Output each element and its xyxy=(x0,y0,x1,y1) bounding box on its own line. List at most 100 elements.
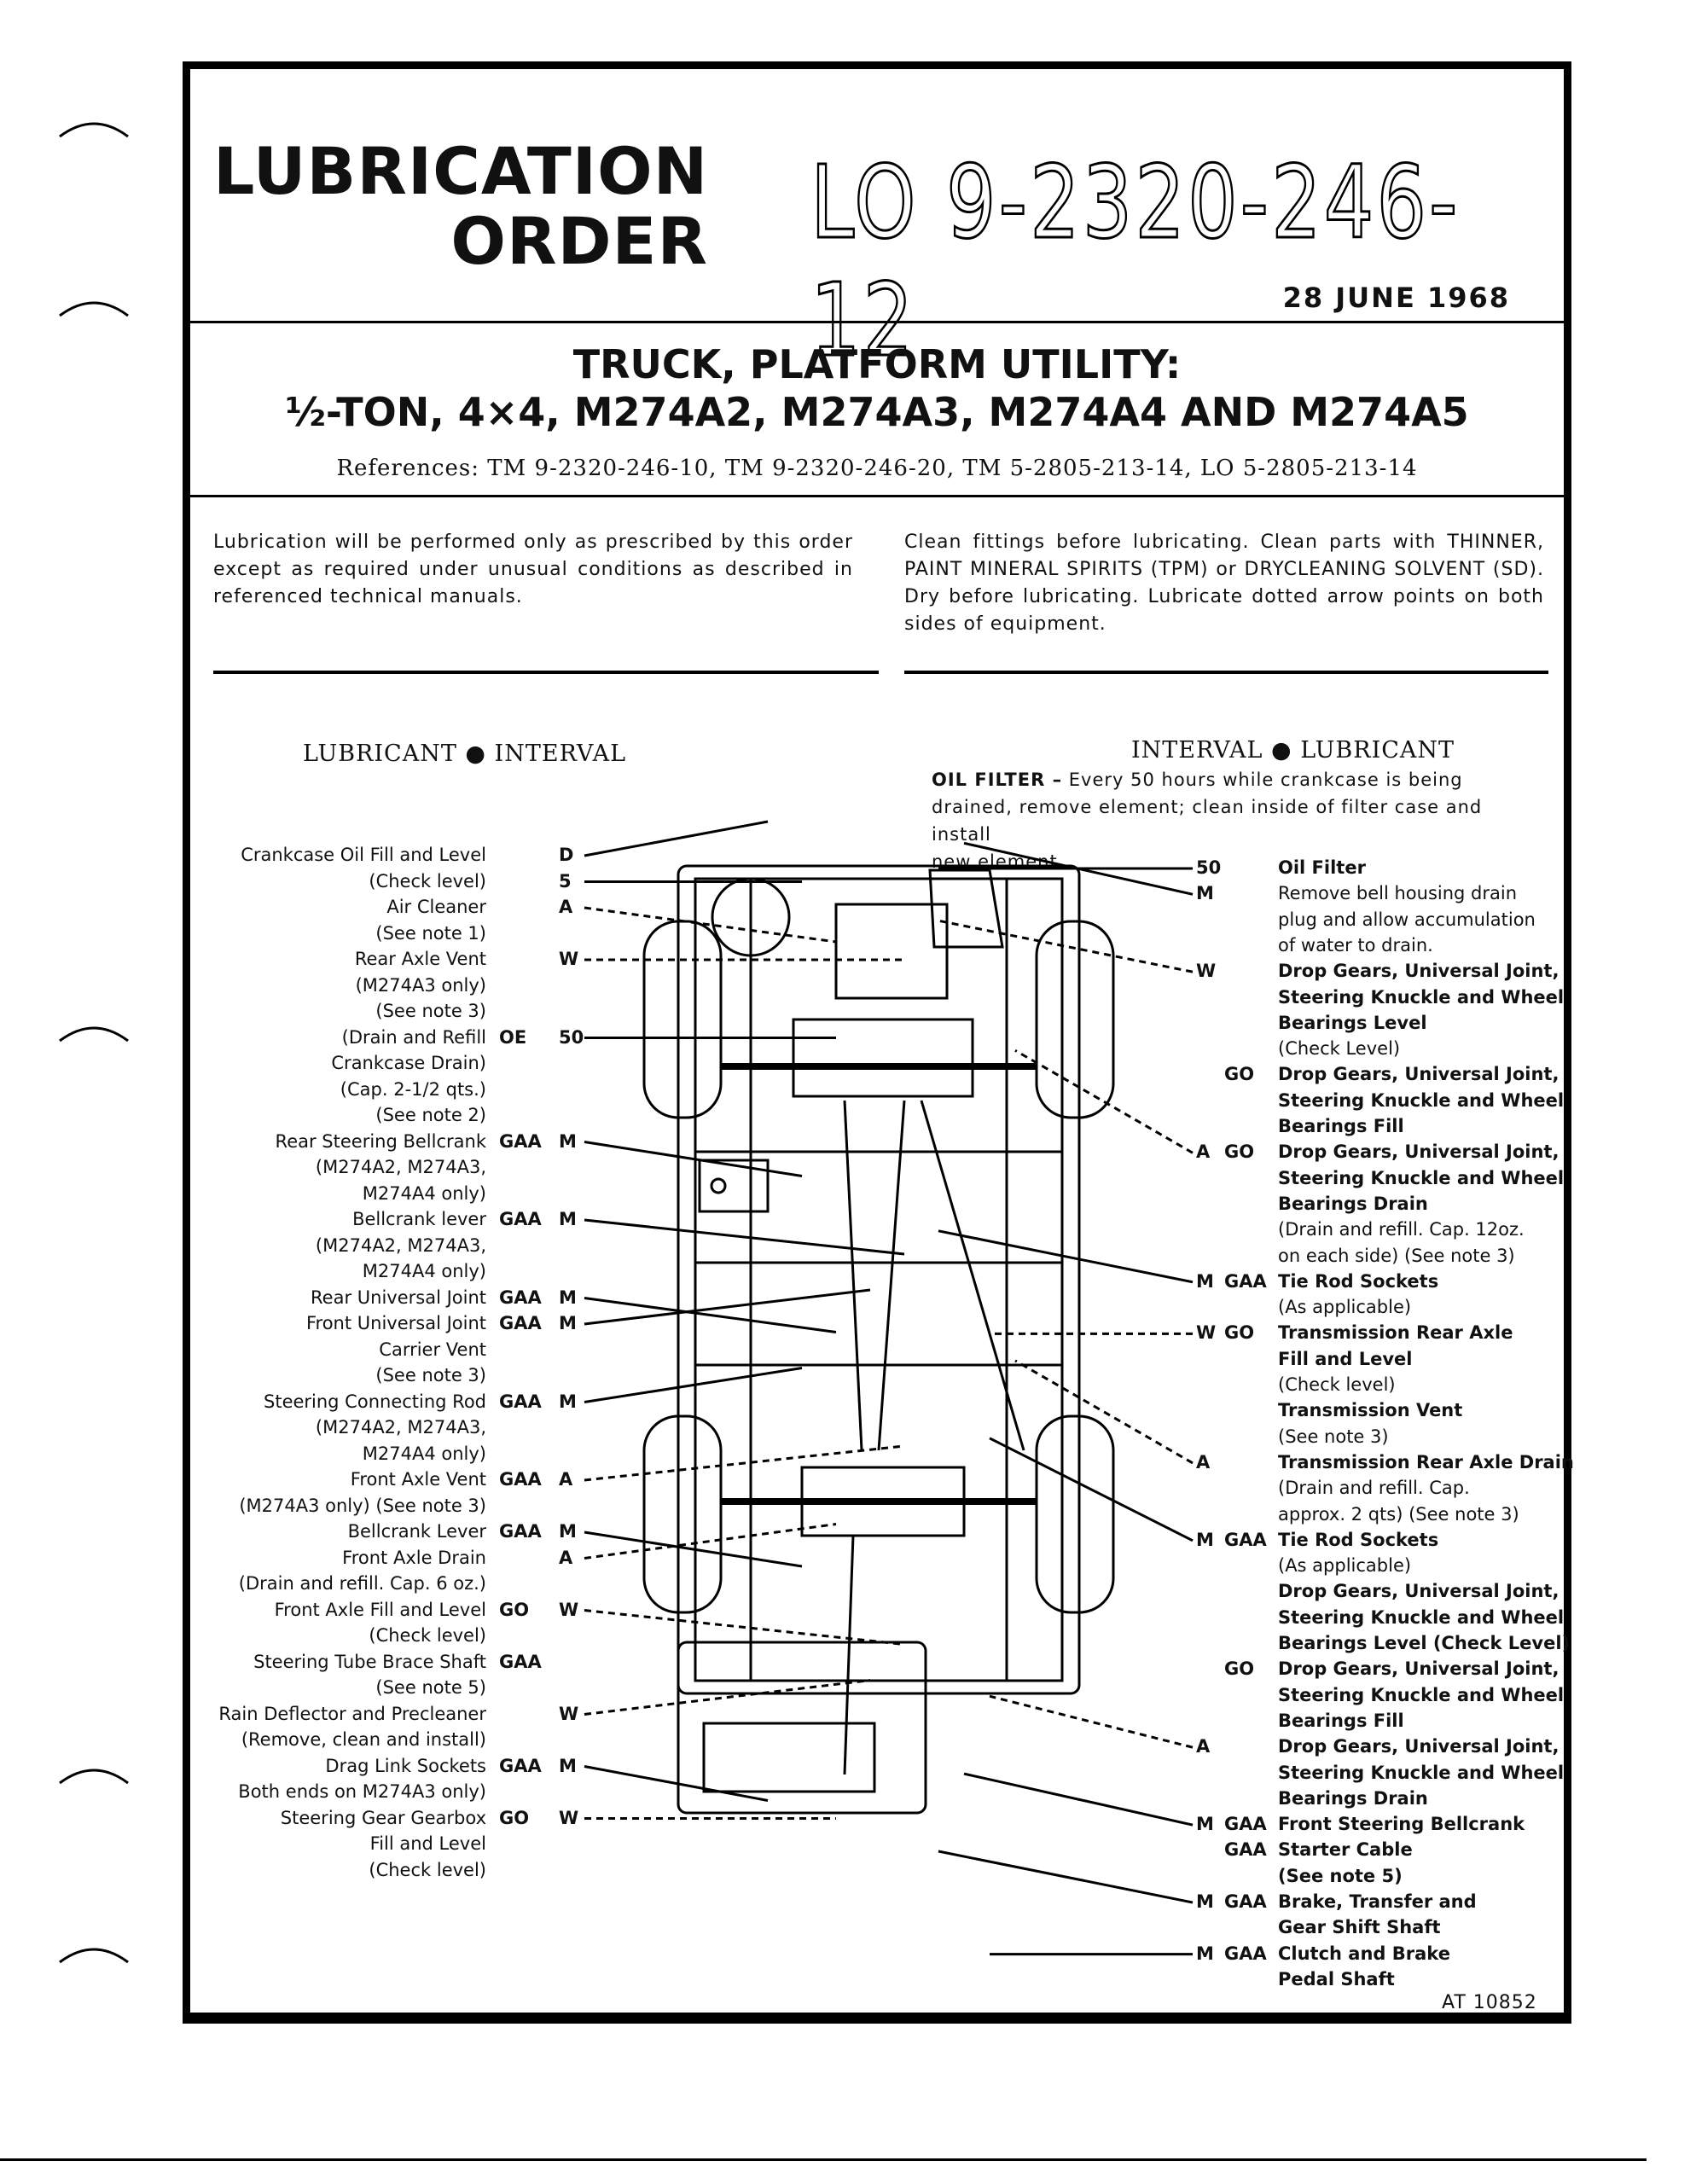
right-item-text: Starter Cable xyxy=(1278,1839,1413,1861)
document-frame xyxy=(183,61,1571,2024)
left-item-text: Rear Steering Bellcrank xyxy=(275,1130,486,1152)
leader-line xyxy=(989,1694,1194,1749)
left-item-text: (See note 3) xyxy=(375,1001,486,1021)
right-item-interval: A xyxy=(1196,1451,1211,1472)
leader-line xyxy=(584,1679,871,1716)
right-item-interval: A xyxy=(1196,1141,1211,1163)
left-item-text: Both ends on M274A3 only) xyxy=(238,1781,486,1802)
left-item-text: (M274A3 only) (See note 3) xyxy=(239,1495,486,1516)
leader-line xyxy=(938,1850,1194,1904)
leader-line xyxy=(584,820,769,857)
right-item-text: Drop Gears, Universal Joint, xyxy=(1278,1736,1560,1757)
left-item-lubricant: GAA xyxy=(499,1313,542,1333)
left-item-text: (See note 5) xyxy=(375,1677,486,1698)
left-item-text: Front Axle Vent xyxy=(350,1469,486,1490)
left-item-interval: M xyxy=(559,1391,577,1412)
right-item-text: Gear Shift Shaft xyxy=(1278,1917,1441,1938)
oil-filter-line2: drained, remove element; clean inside of… xyxy=(932,797,1483,845)
column-header-left: LUBRICANT ● INTERVAL xyxy=(303,741,627,767)
left-item-interval: W xyxy=(559,1599,579,1620)
left-item-text: (Drain and refill. Cap. 6 oz.) xyxy=(238,1573,486,1594)
right-item-interval: M xyxy=(1196,1270,1214,1292)
oil-filter-note: OIL FILTER – Every 50 hours while crankc… xyxy=(932,766,1546,875)
left-item-interval: M xyxy=(559,1130,577,1152)
right-item-lubricant: GO xyxy=(1224,1322,1255,1344)
left-item-text: (See note 3) xyxy=(375,1365,486,1385)
left-item-lubricant: GAA xyxy=(499,1469,542,1490)
left-item-text: Carrier Vent xyxy=(379,1339,486,1360)
bottom-page-edge xyxy=(0,2158,1647,2161)
right-item-text: Bearings Level xyxy=(1278,1012,1427,1033)
right-item-interval: M xyxy=(1196,1814,1214,1835)
left-item-lubricant: GAA xyxy=(499,1130,542,1152)
leader-line xyxy=(584,906,837,944)
right-item-text: Drop Gears, Universal Joint, xyxy=(1278,961,1560,982)
left-item-interval: 5 xyxy=(559,870,572,892)
left-item-text: (Check level) xyxy=(369,1625,486,1646)
leader-line xyxy=(938,919,1194,973)
leader-line xyxy=(938,1229,1194,1284)
left-item-interval: W xyxy=(559,949,579,969)
right-item-text: (Check level) xyxy=(1278,1374,1396,1395)
right-item-lubricant: GAA xyxy=(1224,1891,1267,1912)
left-item-lubricant: GO xyxy=(499,1807,530,1828)
right-item-interval: W xyxy=(1196,1322,1217,1344)
margin-marks xyxy=(59,122,129,1964)
right-item-interval: M xyxy=(1196,883,1214,904)
instruction-right: Clean fittings before lubricating. Clean… xyxy=(904,531,1544,635)
left-item-text: (Cap. 2-1/2 qts.) xyxy=(340,1078,486,1100)
right-item-text: Drop Gears, Universal Joint, xyxy=(1278,1141,1560,1163)
figure-id: AT 10852 xyxy=(1442,1992,1537,2013)
chassis-outline xyxy=(642,864,1115,1815)
right-item-lubricant: GO xyxy=(1224,1658,1255,1680)
left-item-text: Crankcase Drain) xyxy=(331,1053,486,1073)
right-item-text: Transmission Rear Axle Drain xyxy=(1278,1451,1574,1472)
left-item-lubricant: GO xyxy=(499,1599,530,1620)
left-item-text: M274A4 only) xyxy=(362,1261,486,1281)
leader-line xyxy=(1014,1049,1194,1154)
left-item-text: (See note 1) xyxy=(375,922,486,944)
left-item-text: Front Axle Drain xyxy=(342,1547,486,1568)
left-item-text: (See note 2) xyxy=(375,1105,486,1125)
left-item-interval: A xyxy=(559,1547,573,1568)
left-item-lubricant: OE xyxy=(499,1026,527,1048)
left-item-text: Fill and Level xyxy=(369,1833,486,1854)
right-item-lubricant: GAA xyxy=(1224,1529,1267,1550)
instruction-left: Lubrication will be performed only as pr… xyxy=(213,531,853,607)
oil-filter-line1: Every 50 hours while crankcase is being xyxy=(1068,770,1463,790)
left-item-lubricant: GAA xyxy=(499,1521,542,1542)
left-item-text: Bellcrank Lever xyxy=(347,1521,486,1542)
doc-number: LO 9-2320-246-12 xyxy=(810,142,1461,380)
divider xyxy=(190,495,1564,497)
right-item-interval: A xyxy=(1196,1736,1211,1757)
right-item-text: Steering Knuckle and Wheel xyxy=(1278,986,1565,1008)
right-item-interval: M xyxy=(1196,1943,1214,1964)
left-item-text: (M274A2, M274A3, xyxy=(315,1157,486,1177)
left-item-text: Crankcase Oil Fill and Level xyxy=(241,845,486,865)
leader-line xyxy=(584,1765,769,1802)
left-item-interval: M xyxy=(559,1209,577,1229)
left-item-interval: M xyxy=(559,1755,577,1776)
left-item-text: Bellcrank lever xyxy=(352,1209,486,1229)
right-item-text: Steering Knuckle and Wheel xyxy=(1278,1606,1565,1628)
left-item-interval: W xyxy=(559,1703,579,1724)
leader-line xyxy=(989,1437,1194,1542)
rule-left xyxy=(213,671,879,674)
left-item-text: (M274A2, M274A3, xyxy=(315,1234,486,1256)
left-item-text: (Check level) xyxy=(369,870,486,892)
leader-line xyxy=(963,841,1194,896)
left-item-interval: M xyxy=(559,1521,577,1542)
right-item-lubricant: GO xyxy=(1224,1064,1255,1085)
right-item-text: Drop Gears, Universal Joint, xyxy=(1278,1581,1560,1602)
left-item-lubricant: GAA xyxy=(499,1391,542,1412)
right-item-text: Transmission Rear Axle xyxy=(1278,1322,1513,1344)
right-item-text: Transmission Vent xyxy=(1278,1400,1463,1421)
right-item-text: Fill and Level xyxy=(1278,1348,1413,1369)
right-item-text: Steering Knuckle and Wheel xyxy=(1278,1762,1565,1783)
right-item-text: Clutch and Brake xyxy=(1278,1943,1450,1964)
right-item-text: (See note 5) xyxy=(1278,1865,1403,1886)
left-item-text: (M274A3 only) xyxy=(355,974,486,996)
leader-line xyxy=(584,1444,905,1482)
right-item-text: (Drain and refill. Cap. xyxy=(1278,1478,1470,1499)
right-item-text: on each side) (See note 3) xyxy=(1278,1245,1515,1266)
